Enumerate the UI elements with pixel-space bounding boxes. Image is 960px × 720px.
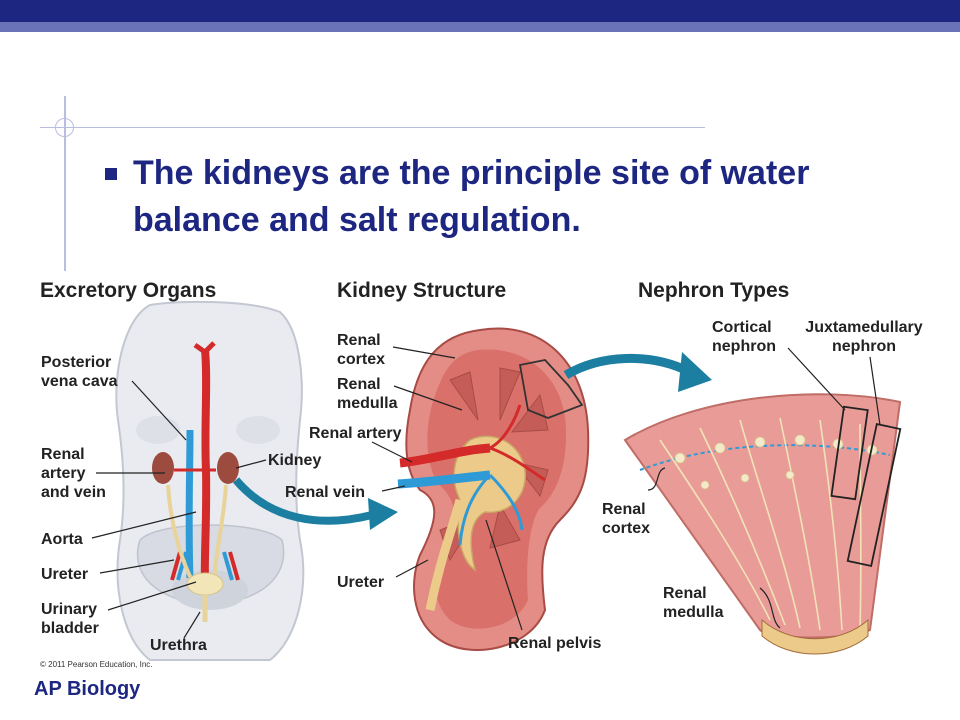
label-line: nephron	[832, 338, 896, 355]
label-line: Urinary	[41, 601, 98, 618]
top-banner-stripe	[0, 22, 960, 32]
label-urethra: Urethra	[150, 637, 207, 654]
label-line: vena cava	[41, 373, 118, 390]
kidney-leader-lines	[371, 346, 523, 631]
decor-circle	[55, 118, 74, 137]
arrow-torso-to-kidney	[232, 477, 398, 530]
slide-headline: The kidneys are the principle site of wa…	[133, 154, 810, 239]
label-line: Renal	[602, 501, 646, 518]
nephron-wedge	[623, 393, 902, 655]
label-line: medulla	[337, 395, 398, 412]
label-line: cortex	[602, 520, 651, 537]
label-renal-artery-and-vein: Renal artery and vein	[41, 445, 106, 502]
label-line: nephron	[712, 338, 776, 355]
decor-vertical-line	[64, 96, 66, 271]
label-line: bladder	[41, 620, 99, 637]
label-line: Renal	[41, 446, 85, 463]
label-posterior-vena-cava: Posterior vena cava	[41, 353, 118, 391]
label-renal-artery: Renal artery	[309, 425, 402, 442]
torso-leader-lines	[91, 380, 267, 639]
label-juxtamedullary-nephron: Juxtamedullary nephron	[794, 318, 934, 356]
label-renal-cortex: Renal cortex	[337, 331, 385, 369]
label-urinary-bladder: Urinary bladder	[41, 600, 99, 638]
label-line: and vein	[41, 484, 106, 501]
label-line: artery	[41, 465, 86, 482]
label-aorta: Aorta	[41, 531, 83, 548]
kidney-cross-section	[397, 327, 590, 651]
label-ureter-kidney: Ureter	[337, 574, 385, 591]
label-line: Renal	[663, 585, 707, 602]
label-line: medulla	[663, 604, 724, 621]
label-renal-pelvis: Renal pelvis	[508, 635, 602, 652]
copyright-notice: © 2011 Pearson Education, Inc.	[40, 660, 153, 669]
arrow-kidney-to-nephron	[563, 352, 712, 392]
label-line: Posterior	[41, 354, 112, 371]
decor-horizontal-line	[40, 127, 705, 128]
torso-vessels	[152, 341, 240, 622]
label-ureter-torso: Ureter	[41, 566, 89, 583]
section-title-nephron-types: Nephron Types	[638, 279, 790, 302]
label-line: cortex	[337, 351, 386, 368]
bullet-square-icon	[105, 168, 117, 180]
label-nephron-renal-medulla: Renal medulla	[663, 584, 723, 622]
label-renal-medulla: Renal medulla	[337, 375, 397, 413]
label-line: Juxtamedullary	[805, 319, 923, 336]
footer-course-title: AP Biology	[34, 678, 141, 700]
label-kidney: Kidney	[268, 452, 322, 469]
label-line: Renal	[337, 332, 381, 349]
label-line: Renal	[337, 376, 381, 393]
label-renal-vein: Renal vein	[285, 484, 366, 501]
top-banner	[0, 0, 960, 22]
section-title-kidney-structure: Kidney Structure	[337, 279, 507, 302]
nephron-leader-lines	[647, 347, 881, 629]
section-title-excretory-organs: Excretory Organs	[40, 279, 217, 302]
label-cortical-nephron: Cortical nephron	[712, 318, 776, 356]
label-nephron-renal-cortex: Renal cortex	[602, 500, 650, 538]
label-line: Cortical	[712, 319, 772, 336]
